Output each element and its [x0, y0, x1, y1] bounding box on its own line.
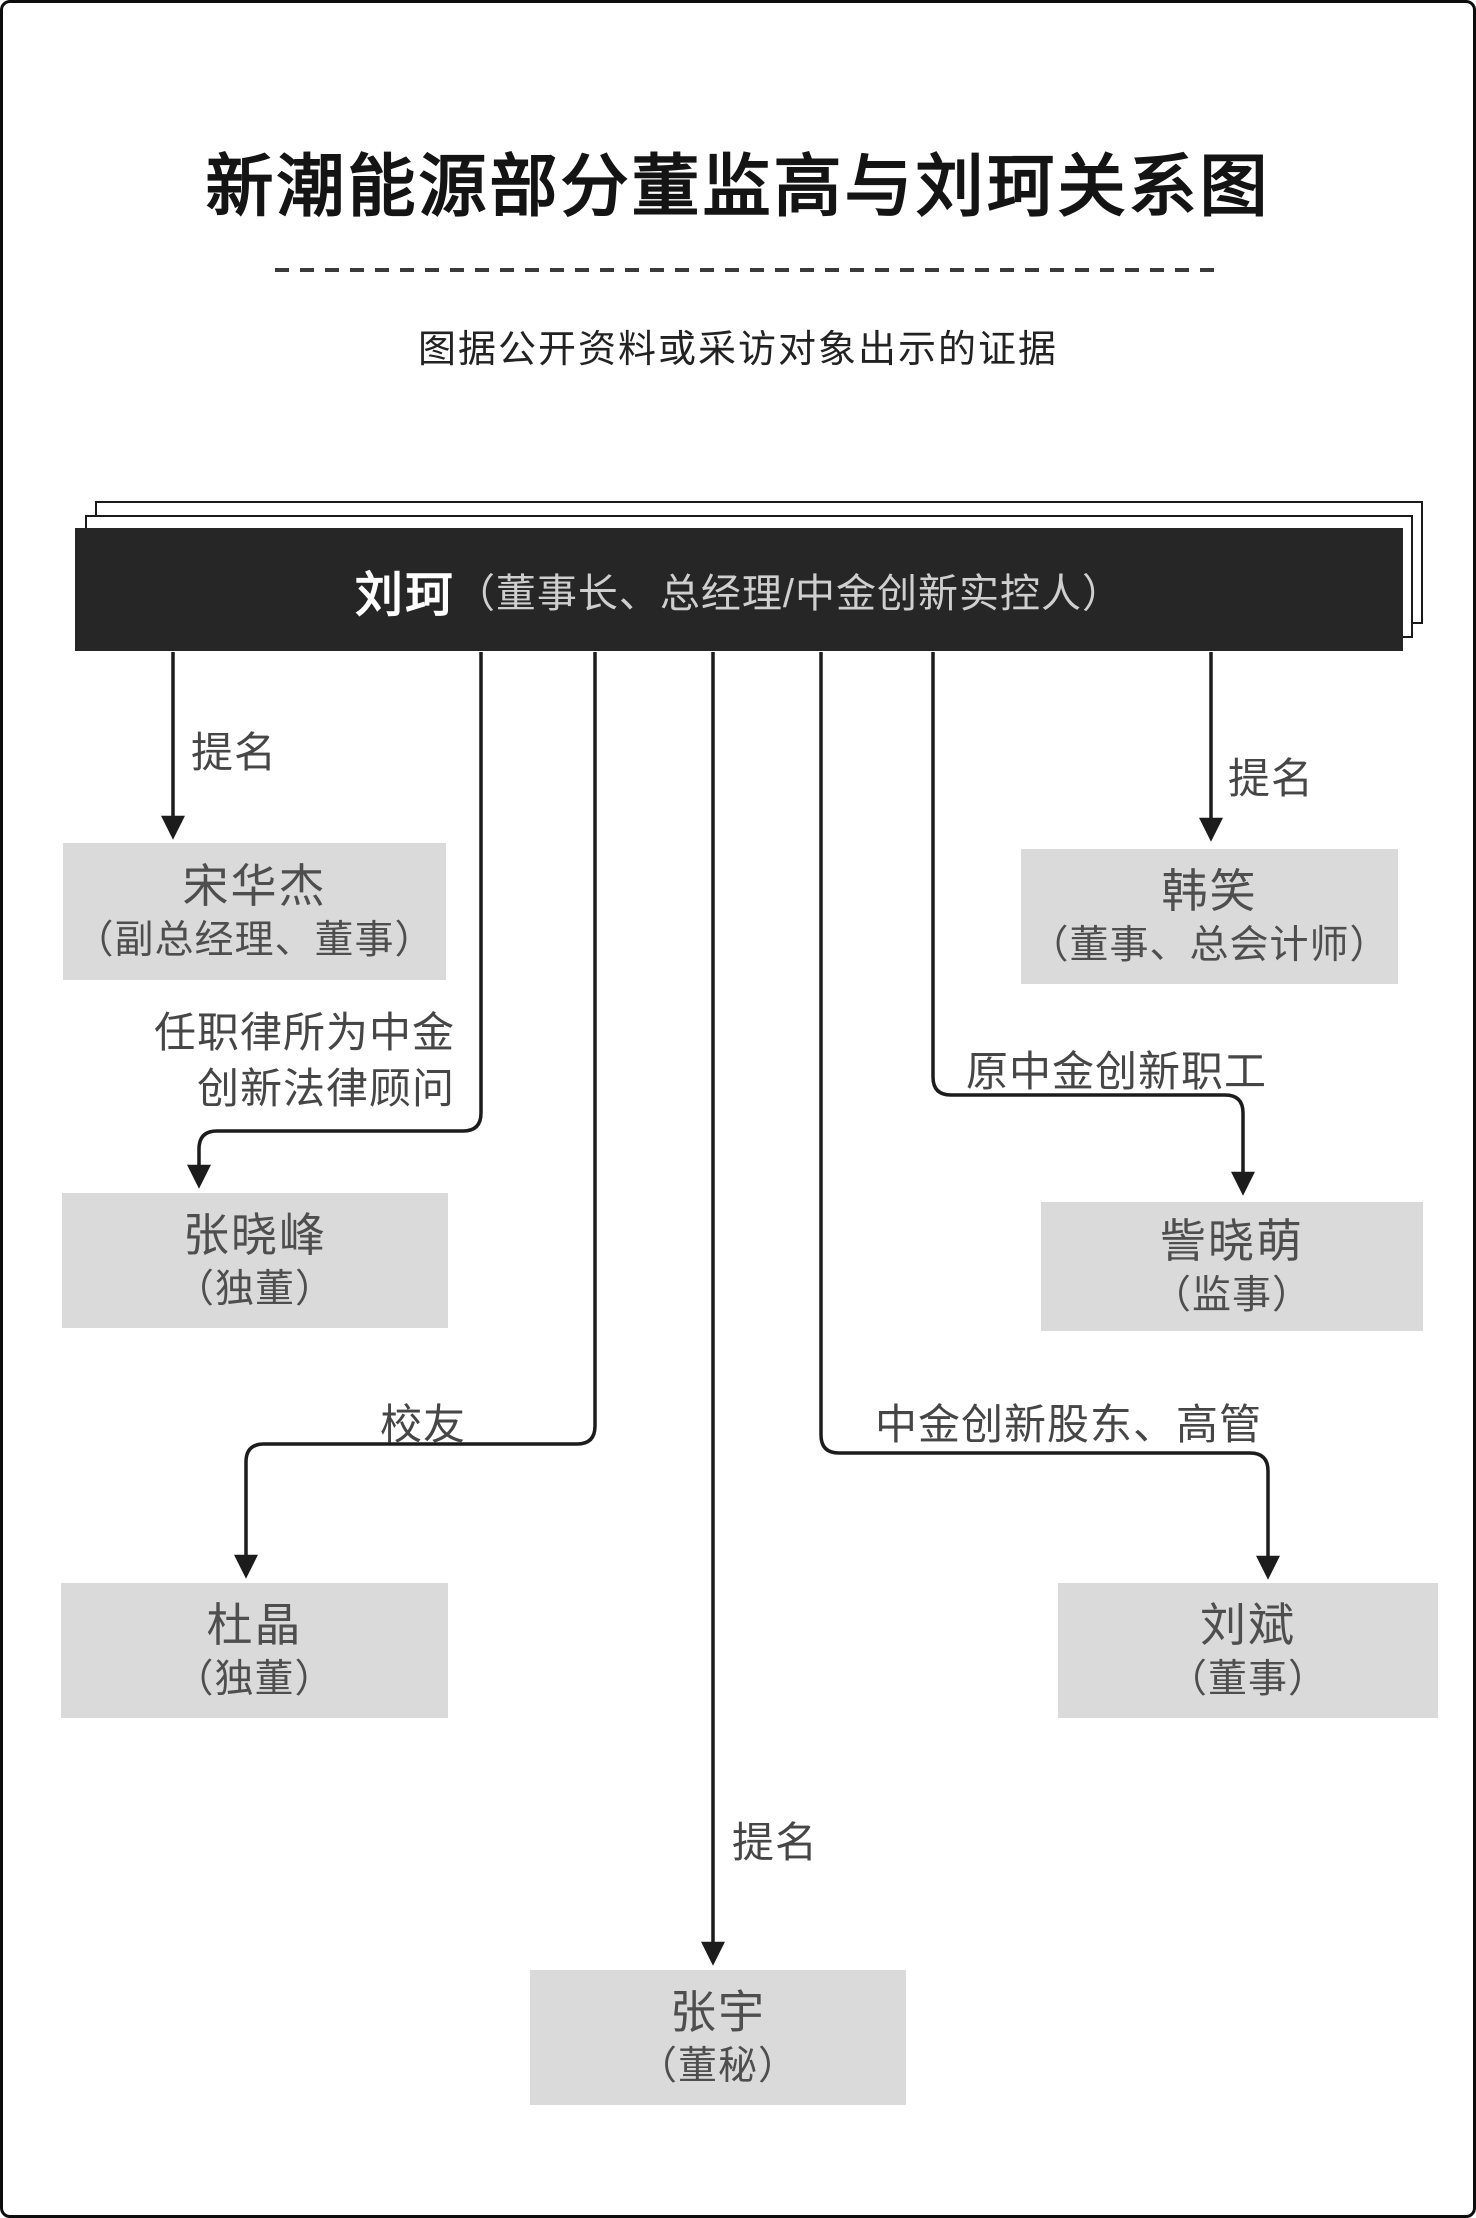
node-zi-xiaomeng: 訾晓萌 （监事）	[1041, 1202, 1423, 1331]
node-liu-bin: 刘斌 （董事）	[1058, 1583, 1438, 1718]
node-zhang-yu: 张宇 （董秘）	[530, 1970, 906, 2105]
edge-arrow-du-jing	[234, 652, 597, 1579]
edge-label-du-jing: 校友	[380, 1401, 467, 1448]
node-role: （董事）	[1167, 1657, 1328, 1701]
node-name: 韩笑	[1161, 864, 1258, 917]
edge-label-liu-bin: 中金创新股东、高管	[875, 1401, 1263, 1448]
edge-arrow-liu-bin	[819, 652, 1280, 1580]
edge-label-zhang-xiaofeng: 任职律所为中金 创新法律顾问	[143, 1005, 455, 1117]
node-name: 张宇	[670, 1985, 766, 2038]
node-zhang-xiaofeng: 张晓峰 （独董）	[62, 1193, 448, 1328]
edge-arrow-zi-xiaomeng	[931, 652, 1255, 1196]
edge-label-han-xiao: 提名	[1228, 755, 1315, 802]
root-node-liu-ke: 刘珂 （董事长、总经理/中金创新实控人）	[75, 528, 1403, 651]
root-node-role: （董事长、总经理/中金创新实控人）	[454, 571, 1124, 616]
page-subtitle: 图据公开资料或采访对象出示的证据	[417, 329, 1058, 371]
node-name: 张晓峰	[183, 1208, 327, 1261]
node-name: 宋华杰	[182, 859, 327, 912]
edge-label-zhang-xiaofeng-line2: 创新法律顾问	[196, 1065, 455, 1112]
node-role: （独董）	[174, 1267, 335, 1311]
node-name: 刘斌	[1200, 1598, 1296, 1651]
node-role: （独董）	[174, 1657, 335, 1701]
node-role: （董秘）	[637, 2044, 798, 2088]
node-role: （董事、总会计师）	[1029, 923, 1390, 967]
edge-arrow-zhang-xiaofeng	[187, 652, 483, 1189]
edge-label-song-huajie: 提名	[191, 729, 278, 776]
page-title: 新潮能源部分董监高与刘珂关系图	[205, 149, 1271, 225]
connector-lines-layer	[161, 652, 1280, 1966]
node-han-xiao: 韩笑 （董事、总会计师）	[1021, 849, 1398, 984]
node-song-huajie: 宋华杰 （副总经理、董事）	[63, 843, 446, 980]
node-name: 訾晓萌	[1160, 1214, 1304, 1267]
edge-label-zhang-yu: 提名	[732, 1819, 819, 1866]
edge-label-zi-xiaomeng: 原中金创新职工	[966, 1048, 1268, 1095]
root-node-name: 刘珂	[354, 568, 455, 622]
edge-label-zhang-xiaofeng-line1: 任职律所为中金	[153, 1009, 455, 1056]
node-role: （监事）	[1151, 1273, 1312, 1317]
node-name: 杜晶	[206, 1598, 303, 1651]
title-divider-dashed	[275, 268, 1215, 272]
node-du-jing: 杜晶 （独董）	[61, 1583, 448, 1718]
node-role: （副总经理、董事）	[74, 918, 435, 962]
